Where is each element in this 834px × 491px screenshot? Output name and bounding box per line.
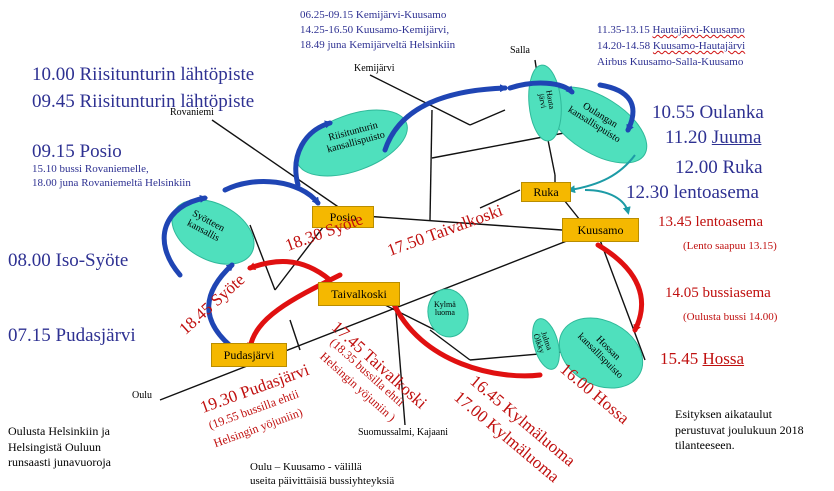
time-posio: 09.15 Posio: [32, 141, 122, 162]
time-oulanka: 10.55 Oulanka: [652, 102, 764, 123]
note-bottom-left: Oulusta Helsinkiin ja Helsingistä Ouluun…: [8, 424, 111, 470]
place-taivalkoski: Taivalkoski: [318, 282, 400, 306]
map-label-kemijarvi: Kemijärvi: [354, 63, 395, 74]
time-juuma: 11.20 Juuma: [665, 127, 762, 148]
note-kemijarvi-1: 06.25-09.15 Kemijärvi-Kuusamo: [300, 9, 447, 21]
time-pudasjarvi: 07.15 Pudasjärvi: [8, 325, 136, 346]
blue-arrows: [161, 80, 636, 355]
note-kemijarvi-2: 14.25-16.50 Kuusamo-Kemijärvi,: [300, 24, 450, 36]
teal-arrows: [567, 154, 636, 215]
note-salla-1: 11.35-13.15 Hautajärvi-Kuusamo: [597, 24, 745, 36]
place-kuusamo: Kuusamo: [562, 218, 639, 242]
map-label-salla: Salla: [510, 45, 530, 56]
map-label-oulu: Oulu: [132, 390, 152, 401]
time-hossa-1: 15.45 Hossa: [660, 349, 745, 368]
time-bussiasema: 14.05 bussiasema: [665, 285, 771, 301]
time-iso-syote: 08.00 Iso-Syöte: [8, 250, 129, 271]
note-salla-2: 14.20-14.58 Kuusamo-Hautajärvi: [597, 40, 746, 52]
note-bottom-right: Esityksen aikataulut perustuvat joulukuu…: [675, 407, 804, 453]
note-bussi: (Oulusta bussi 14.00): [683, 311, 778, 323]
time-lentoasema-2: 13.45 lentoasema: [658, 214, 763, 230]
note-bottom-middle: Oulu – Kuusamo - välillä useita päivittä…: [250, 461, 395, 488]
map-label-suomussalmi: Suomussalmi, Kajaani: [358, 427, 448, 438]
time-ruka: 12.00 Ruka: [675, 157, 763, 178]
note-salla-3: Airbus Kuusamo-Salla-Kuusamo: [597, 56, 744, 68]
place-posio: Posio: [312, 206, 374, 228]
note-posio-1: 15.10 bussi Rovaniemelle,: [32, 163, 149, 175]
note-kemijarvi-3: 18.49 juna Kemijärveltä Helsinkiin: [300, 39, 456, 51]
place-ruka: Ruka: [521, 182, 571, 202]
note-posio-2: 18.00 juna Rovaniemeltä Helsinkiin: [32, 177, 191, 189]
place-pudasjarvi: Pudasjärvi: [211, 343, 287, 367]
note-lento: (Lento saapuu 13.15): [683, 240, 777, 252]
time-lentoasema-1: 12.30 lentoasema: [626, 182, 759, 203]
time-riisitunturi-1: 10.00 Riisitunturin lähtöpiste: [32, 64, 255, 85]
map-label-rovaniemi: Rovaniemi: [170, 107, 214, 118]
time-riisitunturi-2: 09.45 Riisitunturin lähtöpiste: [32, 91, 255, 112]
